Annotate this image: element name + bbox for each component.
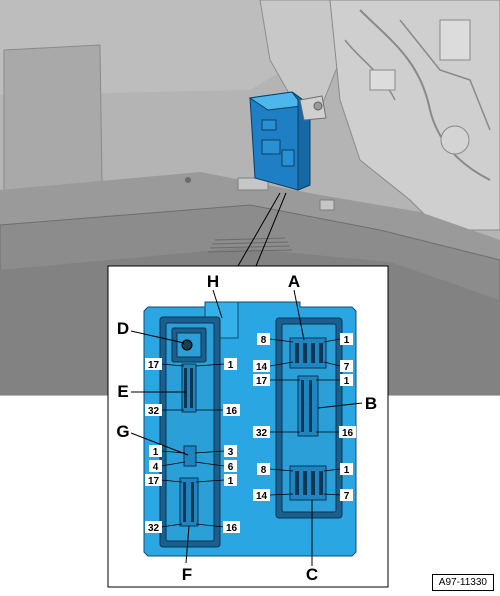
label-a: A — [288, 272, 300, 291]
svg-text:16: 16 — [226, 406, 238, 417]
pin-tag-c-bottom-left: 14 — [253, 489, 270, 502]
pin-tag-f-bottom-right: 16 — [223, 521, 240, 534]
callout-leader-lines — [237, 192, 287, 267]
control-module-3d — [248, 91, 327, 191]
pin-tag-f-top-left: 17 — [145, 474, 162, 487]
pin-tag-f-bottom-left: 32 — [145, 521, 162, 534]
svg-text:8: 8 — [261, 465, 267, 476]
pin-tag-c-bottom-right: 7 — [340, 489, 353, 502]
svg-text:1: 1 — [344, 465, 350, 476]
pin-tag-e-bottom-left: 32 — [145, 404, 162, 417]
svg-text:1: 1 — [344, 335, 350, 346]
connector-letters: A H D E G B F C — [116, 272, 377, 584]
svg-text:32: 32 — [148, 523, 160, 534]
pin-tag-f-top-right: 1 — [224, 474, 237, 487]
pin-tag-b-top-left: 17 — [253, 374, 270, 387]
pin-tag-a-bottom-right: 7 — [340, 360, 353, 373]
pin-tag-g-top-right: 3 — [224, 445, 237, 458]
connector-f — [179, 477, 199, 527]
svg-text:8: 8 — [261, 335, 267, 346]
svg-text:17: 17 — [148, 476, 160, 487]
svg-text:1: 1 — [153, 447, 159, 458]
pin-tag-b-bottom-right: 16 — [339, 426, 356, 439]
svg-text:1: 1 — [344, 376, 350, 387]
svg-text:7: 7 — [344, 491, 350, 502]
pin-tag-g-bottom-right: 6 — [224, 460, 237, 473]
label-e: E — [117, 382, 128, 401]
svg-text:4: 4 — [153, 462, 159, 473]
svg-text:16: 16 — [342, 428, 354, 439]
pin-tag-b-top-right: 1 — [340, 374, 353, 387]
svg-text:14: 14 — [256, 362, 268, 373]
pin-tag-e-top-right: 1 — [224, 358, 237, 371]
connector-g — [183, 445, 197, 467]
figure-reference-code: A97-11330 — [431, 574, 494, 591]
label-g: G — [116, 422, 129, 441]
pin-tag-e-bottom-right: 16 — [223, 404, 240, 417]
pin-tag-e-top-left: 17 — [145, 358, 162, 371]
pin-leader-lines — [160, 338, 341, 528]
svg-text:17: 17 — [256, 376, 268, 387]
svg-text:6: 6 — [228, 462, 234, 473]
svg-text:16: 16 — [226, 523, 238, 534]
svg-text:14: 14 — [256, 491, 268, 502]
svg-text:17: 17 — [148, 360, 160, 371]
pin-tag-a-bottom-left: 14 — [253, 360, 270, 373]
svg-text:1: 1 — [228, 476, 234, 487]
pin-tag-c-top-right: 1 — [340, 463, 353, 476]
svg-text:3: 3 — [228, 447, 234, 458]
module-face — [143, 301, 357, 557]
label-b: B — [365, 394, 377, 413]
svg-text:32: 32 — [256, 428, 268, 439]
pin-tag-g-bottom-left: 4 — [149, 460, 162, 473]
pin-tag-b-bottom-left: 32 — [253, 426, 270, 439]
pin-tag-g-top-left: 1 — [149, 445, 162, 458]
label-h: H — [207, 272, 219, 291]
pin-number-tags: 17 1 32 16 1 3 4 6 17 1 32 16 8 1 14 7 1… — [145, 333, 356, 534]
svg-text:7: 7 — [344, 362, 350, 373]
svg-text:32: 32 — [148, 406, 160, 417]
label-c: C — [306, 565, 318, 584]
letter-leader-lines — [130, 289, 363, 566]
svg-text:1: 1 — [228, 360, 234, 371]
pin-tag-a-top-left: 8 — [257, 333, 270, 346]
pin-tag-a-top-right: 1 — [340, 333, 353, 346]
pin-tag-c-top-left: 8 — [257, 463, 270, 476]
label-f: F — [182, 565, 192, 584]
label-d: D — [117, 319, 129, 338]
